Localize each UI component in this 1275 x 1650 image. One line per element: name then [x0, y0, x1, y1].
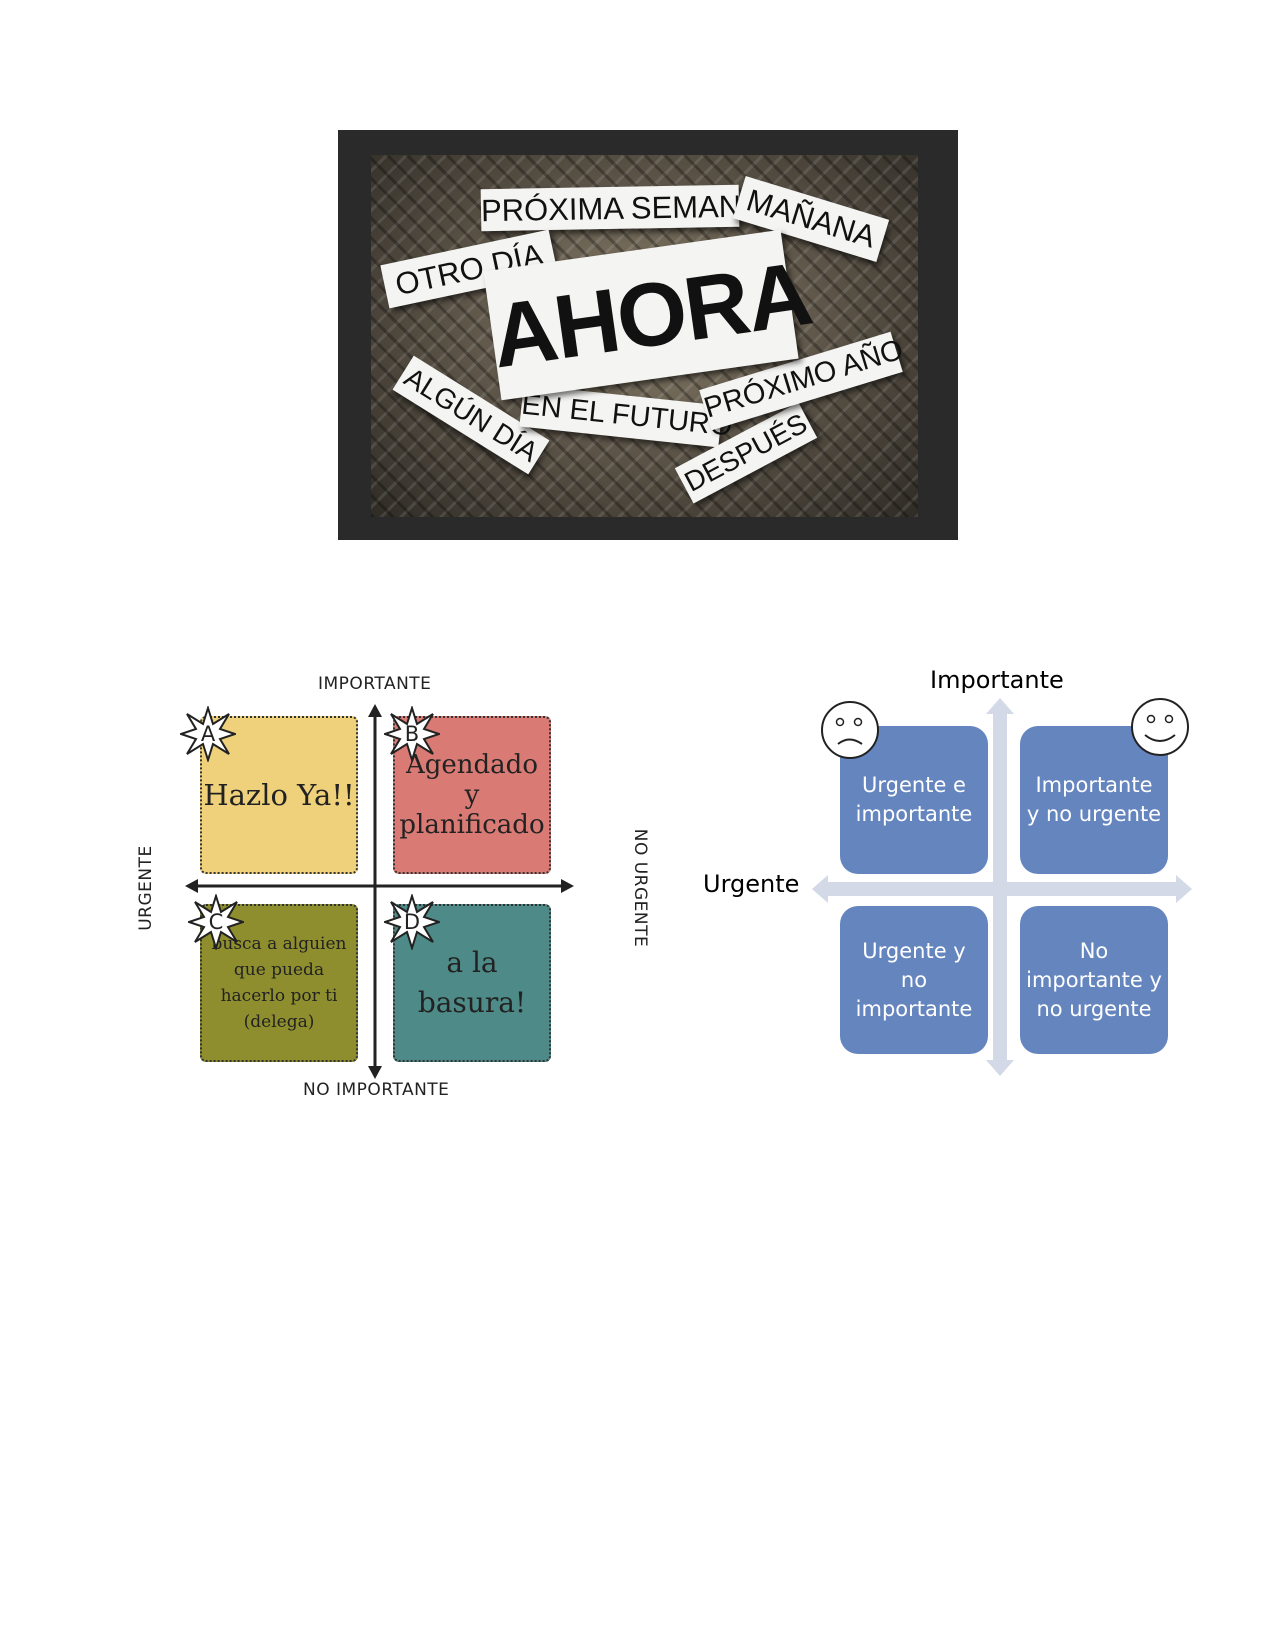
axis-label-importante: Importante	[930, 666, 1064, 694]
quadrant-b-line: Agendado	[405, 750, 538, 780]
quadrant-a-text: Hazlo Ya!!	[203, 778, 355, 812]
quadrant-b-line: y	[464, 780, 480, 810]
star-burst-icon	[177, 704, 239, 764]
star-badge-b: B	[381, 704, 443, 764]
star-badge-a: A	[177, 704, 239, 764]
star-letter-d: D	[403, 910, 421, 934]
star-burst-icon	[185, 892, 247, 952]
quadrant-d-line: a la	[446, 946, 498, 979]
quadrant-no-importante-no-urgente: No importante y no urgente	[1020, 906, 1168, 1054]
quadrant-importante-no-urgente: Importante y no urgente	[1020, 726, 1168, 874]
quadrant-d-box: a la basura!	[393, 904, 551, 1062]
star-letter-b: B	[404, 722, 420, 746]
quadrant-c-line: busca a alguien	[211, 934, 347, 954]
quadrant-b-line: planificado	[399, 810, 545, 840]
poster-background: PRÓXIMA SEMANA OTRO DÍA MAÑANA ALGÚN DÍA…	[371, 155, 918, 517]
axis-label-importante: IMPORTANTE	[318, 674, 432, 694]
star-badge-c: C	[185, 892, 247, 952]
quadrant-a-box: Hazlo Ya!!	[200, 716, 358, 874]
quadrant-d-line: basura!	[417, 986, 527, 1019]
sad-face-icon	[821, 701, 879, 759]
star-burst-icon	[381, 704, 443, 764]
quadrant-b-box: Agendado y planificado	[393, 716, 551, 874]
axis-label-no-importante: NO IMPORTANTE	[303, 1080, 450, 1100]
ahora-poster-image: PRÓXIMA SEMANA OTRO DÍA MAÑANA ALGÚN DÍA…	[338, 130, 958, 540]
star-letter-a: A	[200, 722, 216, 746]
axis-label-urgente: Urgente	[703, 870, 800, 898]
star-letter-c: C	[208, 910, 224, 934]
quadrant-c-line: que pueda	[233, 960, 325, 980]
quadrant-urgente-no-importante: Urgente y no importante	[840, 906, 988, 1054]
quadrant-c-line: (delega)	[243, 1012, 315, 1032]
star-badge-d: D	[381, 892, 443, 952]
star-burst-icon	[381, 892, 443, 952]
quadrant-c-line: hacerlo por ti	[220, 986, 338, 1006]
happy-face-icon	[1131, 698, 1189, 756]
